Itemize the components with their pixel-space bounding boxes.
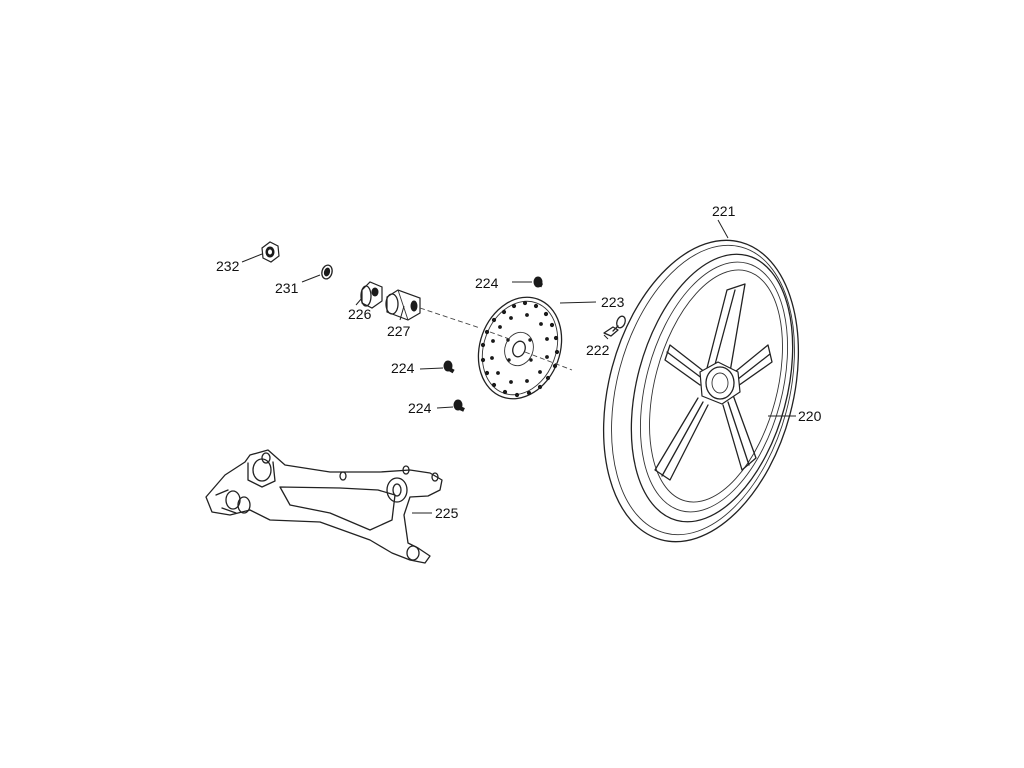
tire-outer-2 [611, 244, 795, 536]
brake-disc-part [477, 296, 563, 400]
label-224-mid: 224 [391, 360, 415, 376]
tire-inner-side [630, 253, 794, 523]
label-221: 221 [712, 203, 736, 219]
spacer-part-226 [360, 281, 383, 309]
leader-lines [241, 219, 796, 514]
label-223: 223 [601, 294, 625, 310]
wheel-spokes [654, 283, 773, 481]
label-220: 220 [798, 408, 822, 424]
valve-stem-part [603, 315, 626, 337]
bolt-part-bottom [453, 399, 465, 412]
rim-outer [639, 261, 789, 513]
spacer-part-227 [385, 289, 421, 321]
bolt-part-top [533, 276, 544, 288]
tire-outer [602, 239, 800, 543]
wheel-hub [699, 361, 741, 405]
nut-part [261, 241, 280, 263]
label-232: 232 [216, 258, 240, 274]
swingarm-part [205, 449, 443, 564]
label-222: 222 [586, 342, 610, 358]
rim-inner [649, 269, 783, 503]
label-225: 225 [435, 505, 459, 521]
label-226: 226 [348, 306, 372, 322]
label-231: 231 [275, 280, 299, 296]
disc-holes [480, 300, 560, 398]
axle-center-line [419, 307, 573, 371]
part-labels: 221 220 222 223 224 224 224 225 226 227 … [216, 203, 822, 521]
label-227: 227 [387, 323, 411, 339]
bearing-part [321, 264, 333, 280]
bolt-part-mid [443, 360, 455, 374]
label-224-bot: 224 [408, 400, 432, 416]
label-224-top: 224 [475, 275, 499, 291]
wheel-assembly [602, 239, 800, 543]
